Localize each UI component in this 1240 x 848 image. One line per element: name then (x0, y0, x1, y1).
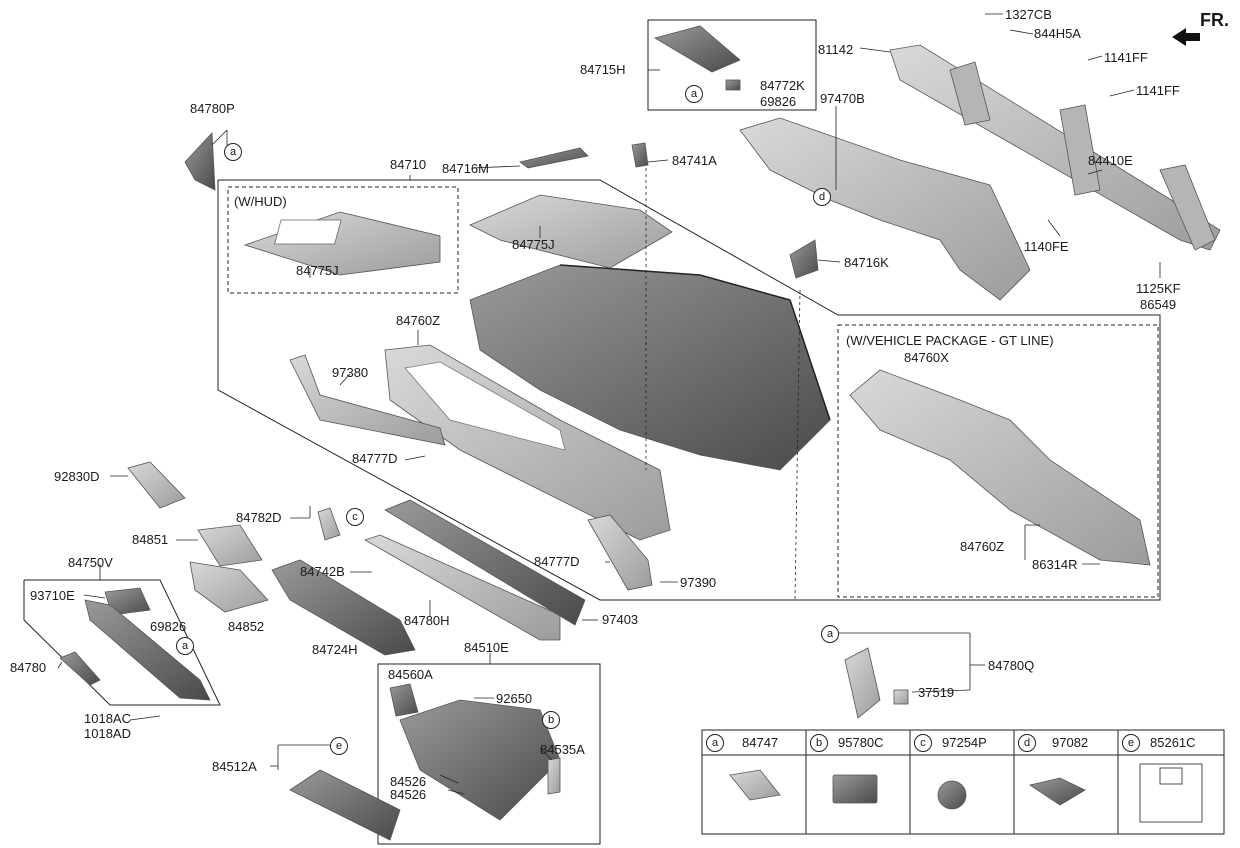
label-1018AC: 1018AC (84, 711, 131, 726)
legend-letter-d: d (1018, 734, 1036, 752)
cover-84775J (469, 194, 673, 269)
label-84772K: 84772K (760, 78, 805, 93)
callout-a: a (685, 85, 703, 103)
label-1141FF-b: 1141FF (1136, 83, 1180, 98)
label-86549: 86549 (1140, 297, 1177, 312)
label-37519: 37519 (918, 685, 955, 700)
sensor-95780C-icon (832, 774, 878, 804)
legend-letter-b: b (810, 734, 828, 752)
label-84710: 84710 (390, 157, 427, 172)
label-84526-b: 84526 (390, 787, 427, 802)
label-84780H: 84780H (404, 613, 450, 628)
callout-b: b (542, 711, 560, 729)
label-1018AD: 1018AD (84, 726, 131, 741)
label-84760Z-a: 84760Z (396, 313, 441, 328)
legend-table (701, 729, 1225, 835)
label-84510E: 84510E (464, 640, 509, 655)
label-84741A: 84741A (672, 153, 717, 168)
front-indicator: FR. (1200, 10, 1229, 30)
label-1125KF: 1125KF (1136, 281, 1181, 296)
label-84760X: 84760X (904, 350, 949, 365)
lower-panel-84724H (271, 559, 416, 656)
frame-84710 (217, 179, 1161, 601)
label-1140FE: 1140FE (1024, 239, 1069, 254)
label-84742B: 84742B (300, 564, 345, 579)
label-1141FF-a: 1141FF (1104, 50, 1148, 65)
label-84724H: 84724H (312, 642, 358, 657)
label-84851: 84851 (132, 532, 169, 547)
label-84716K: 84716K (844, 255, 889, 270)
label-1327CB: 1327CB (1005, 7, 1052, 22)
label-97380: 97380 (332, 365, 369, 380)
label-84750V: 84750V (68, 555, 113, 570)
frame-84510E (377, 663, 601, 845)
label-69826-a: 69826 (760, 94, 797, 109)
leader-lines (57, 13, 1161, 795)
label-84716M: 84716M (442, 161, 489, 176)
label-84775J-b: 84775J (512, 237, 555, 252)
label-84780: 84780 (10, 660, 47, 675)
label-84526-a: 84526 (390, 774, 427, 789)
label-84760Z-b: 84760Z (960, 539, 1005, 554)
legend-letter-a: a (706, 734, 724, 752)
callout-a: a (224, 143, 242, 161)
parts (59, 25, 1221, 841)
label-84777D-a: 84777D (352, 451, 398, 466)
label-84715H: 84715H (580, 62, 626, 77)
legend-letter-c: c (914, 734, 932, 752)
legend-part-b: 95780C (838, 735, 884, 750)
duct-97380 (289, 354, 446, 446)
label-69826-b: 69826 (150, 619, 187, 634)
frame-84715H (647, 19, 817, 111)
legend-letter-e: e (1122, 734, 1140, 752)
callout-a: a (176, 637, 194, 655)
actuator-97254P-icon (937, 780, 967, 810)
label-84782D: 84782D (236, 510, 282, 525)
label-92830D: 92830D (54, 469, 100, 484)
label-84852: 84852 (228, 619, 265, 634)
label-84535A: 84535A (540, 742, 585, 757)
frame-whud (227, 186, 459, 294)
callout-c: c (346, 508, 364, 526)
sensor-97082-icon (1029, 777, 1086, 806)
duct-97470B (739, 117, 1031, 301)
front-arrow-icon (1172, 28, 1200, 46)
label-97470B: 97470B (820, 91, 865, 106)
frame-gtline (837, 324, 1159, 598)
label-97390: 97390 (680, 575, 717, 590)
label-84780Q: 84780Q (988, 658, 1035, 673)
clip-84747-icon (729, 769, 781, 801)
garnish-84760X (849, 369, 1151, 566)
legend-part-c: 97254P (942, 735, 987, 750)
label-gtline: (W/VEHICLE PACKAGE - GT LINE) (846, 333, 1054, 348)
label-97403: 97403 (602, 612, 639, 627)
callout-d: d (813, 188, 831, 206)
label-whud: (W/HUD) (234, 194, 287, 209)
legend-part-a: 84747 (742, 735, 779, 750)
legend-part-d: 97082 (1052, 735, 1089, 750)
legend-icons (729, 763, 1203, 823)
label-92650: 92650 (496, 691, 533, 706)
label-84410E: 84410E (1088, 153, 1133, 168)
label-81142: 81142 (818, 42, 854, 57)
label-93710E: 93710E (30, 588, 75, 603)
callout-a: a (821, 625, 839, 643)
label-84780P: 84780P (190, 101, 235, 116)
glove-box-84510E (399, 699, 561, 821)
glove-box-cover (289, 769, 401, 841)
label-84775J-a: 84775J (296, 263, 339, 278)
label-844H5A: 844H5A (1034, 26, 1081, 41)
hud-cover (243, 211, 441, 276)
legend-part-e: 85261C (1150, 735, 1196, 750)
label-84777D-b: 84777D (534, 554, 580, 569)
callout-e: e (330, 737, 348, 755)
frame-84750V (23, 579, 221, 706)
label-84512A: 84512A (212, 759, 257, 774)
label-84560A: 84560A (388, 667, 433, 682)
label-86314R: 86314R (1032, 557, 1078, 572)
